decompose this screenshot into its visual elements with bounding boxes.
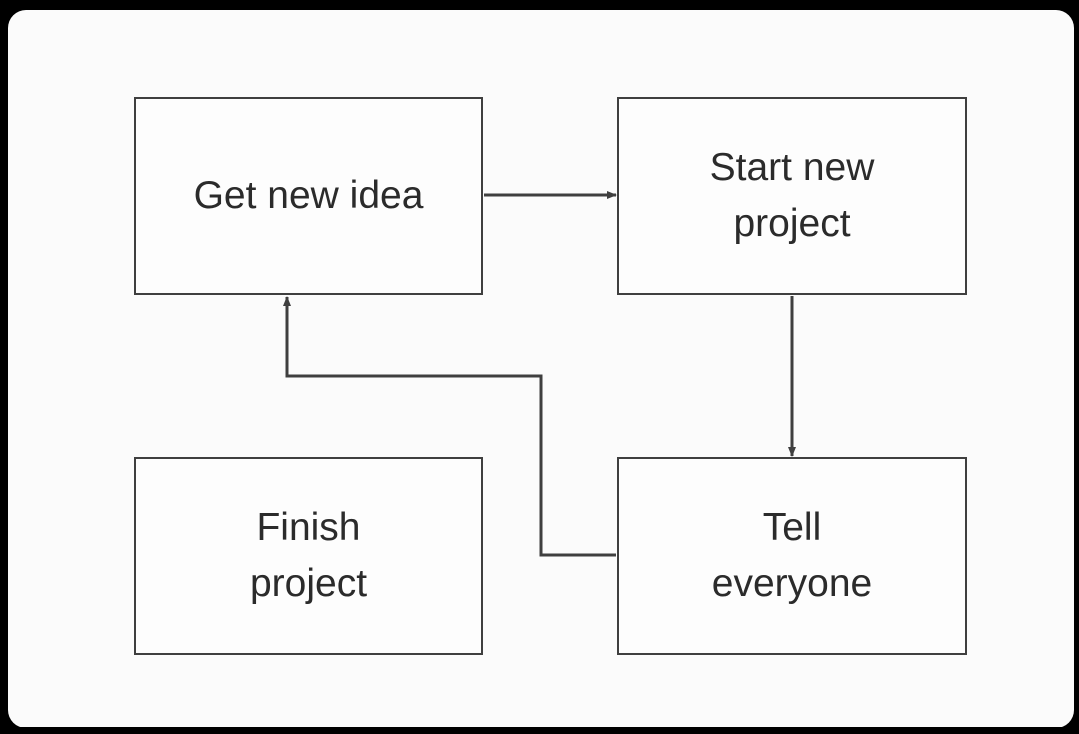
arrow-tell-to-idea (283, 296, 616, 557)
bottom-border (0, 727, 1079, 734)
node-label-finish-project: Finish project (249, 506, 368, 605)
node-label-start-new-project: Start new project (709, 146, 875, 245)
node-get-new-idea: Get new idea (134, 97, 483, 295)
node-finish-project: Finish project (134, 457, 483, 655)
node-label-get-new-idea: Get new idea (193, 174, 424, 217)
node-start-new-project: Start new project (617, 97, 967, 295)
node-label-tell-everyone: Tell everyone (711, 506, 873, 605)
node-tell-everyone: Tell everyone (617, 457, 967, 655)
